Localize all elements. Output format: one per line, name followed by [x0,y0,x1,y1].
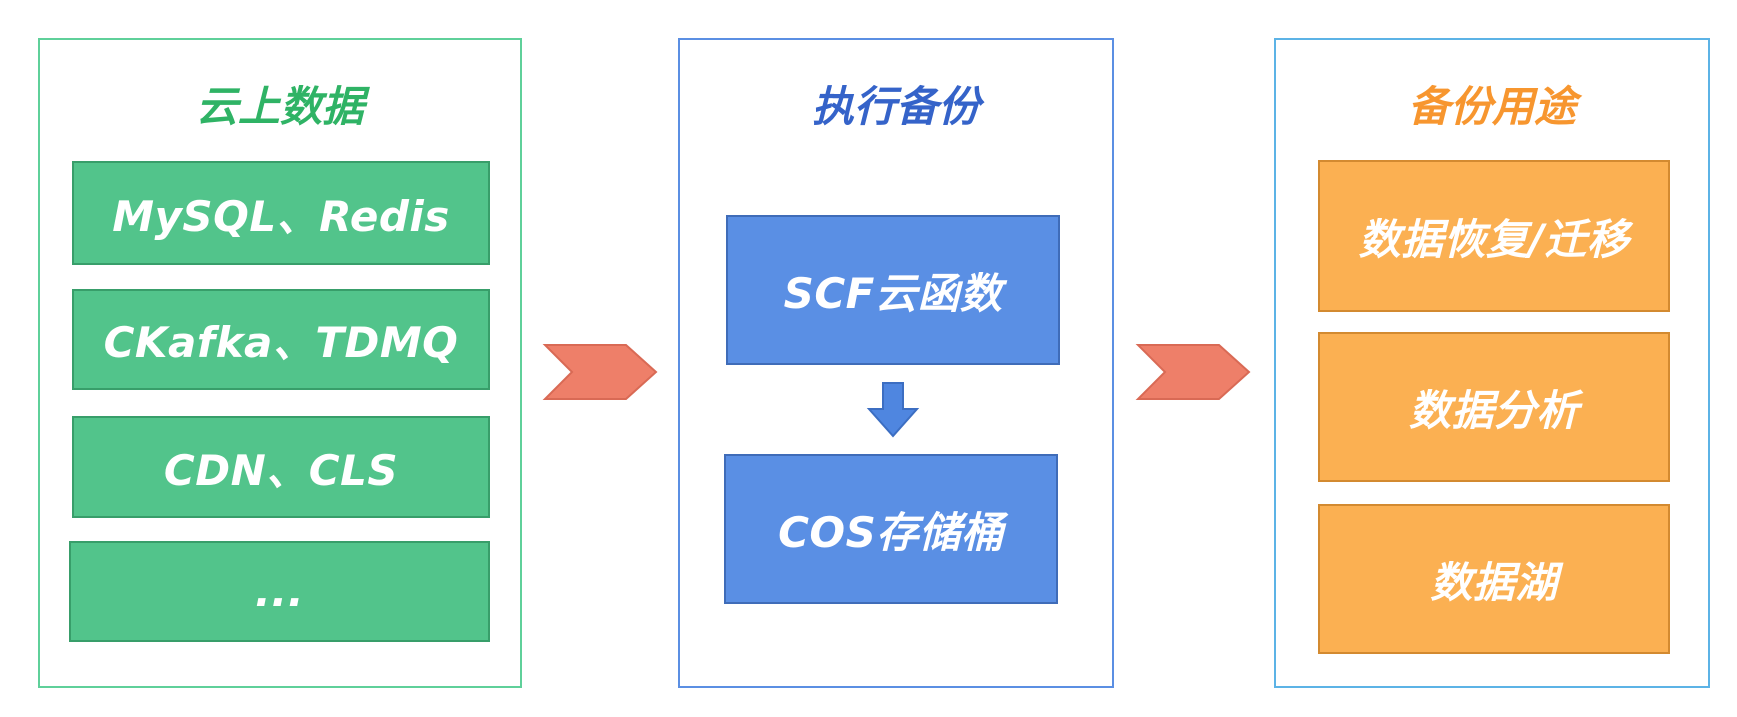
usage-item-data-analysis: 数据分析 [1318,332,1670,482]
source-item-more: ... [69,541,490,642]
source-item-label: MySQL、Redis [112,191,450,241]
source-item-label: CKafka、TDMQ [103,318,459,367]
flow-arrow-icon [542,344,658,400]
scf-function-block: SCF云函数 [726,215,1060,365]
exec-step-label: COS存储桶 [778,507,1004,557]
usage-item-label: 数据湖 [1430,557,1558,607]
usage-item-label: 数据分析 [1408,385,1579,435]
source-item-label: CDN、CLS [163,445,399,495]
source-item-ckafka-tdmq: CKafka、TDMQ [72,289,490,390]
flow-arrow-icon [1135,344,1251,400]
source-item-label: ... [254,567,305,616]
source-item-cdn-cls: CDN、CLS [72,416,490,518]
usage-item-label: 数据恢复/迁移 [1358,214,1630,264]
arrow-down-icon [866,382,920,438]
usage-item-data-lake: 数据湖 [1318,504,1670,654]
cos-bucket-block: COS存储桶 [724,454,1058,604]
source-item-mysql-redis: MySQL、Redis [72,161,490,265]
source-panel-title: 云上数据 [195,82,364,131]
exec-step-label: SCF云函数 [783,268,1003,318]
usage-item-recovery-migration: 数据恢复/迁移 [1318,160,1670,312]
usage-panel-title: 备份用途 [1407,82,1576,131]
exec-panel-title: 执行备份 [811,82,980,131]
